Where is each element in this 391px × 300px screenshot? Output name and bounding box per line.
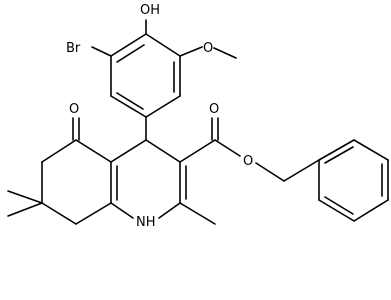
ester-carbonyl-oxygen-label: O	[209, 102, 219, 117]
bromine-label: Br	[66, 41, 81, 56]
methoxy-oxygen-label: O	[203, 41, 213, 56]
cyclohexanone-ring	[7, 117, 112, 225]
dihydropyridine-ring	[110, 139, 187, 219]
ester-oxygen-label: O	[243, 154, 253, 169]
aryl-substituents	[91, 19, 237, 141]
aryl-ring	[110, 33, 181, 118]
amine-label: NH	[136, 215, 156, 230]
ester-group	[179, 117, 320, 225]
ketone-oxygen-label: O	[69, 102, 79, 117]
hydroxyl-label: OH	[140, 3, 160, 18]
benzyl-ring	[318, 139, 389, 222]
